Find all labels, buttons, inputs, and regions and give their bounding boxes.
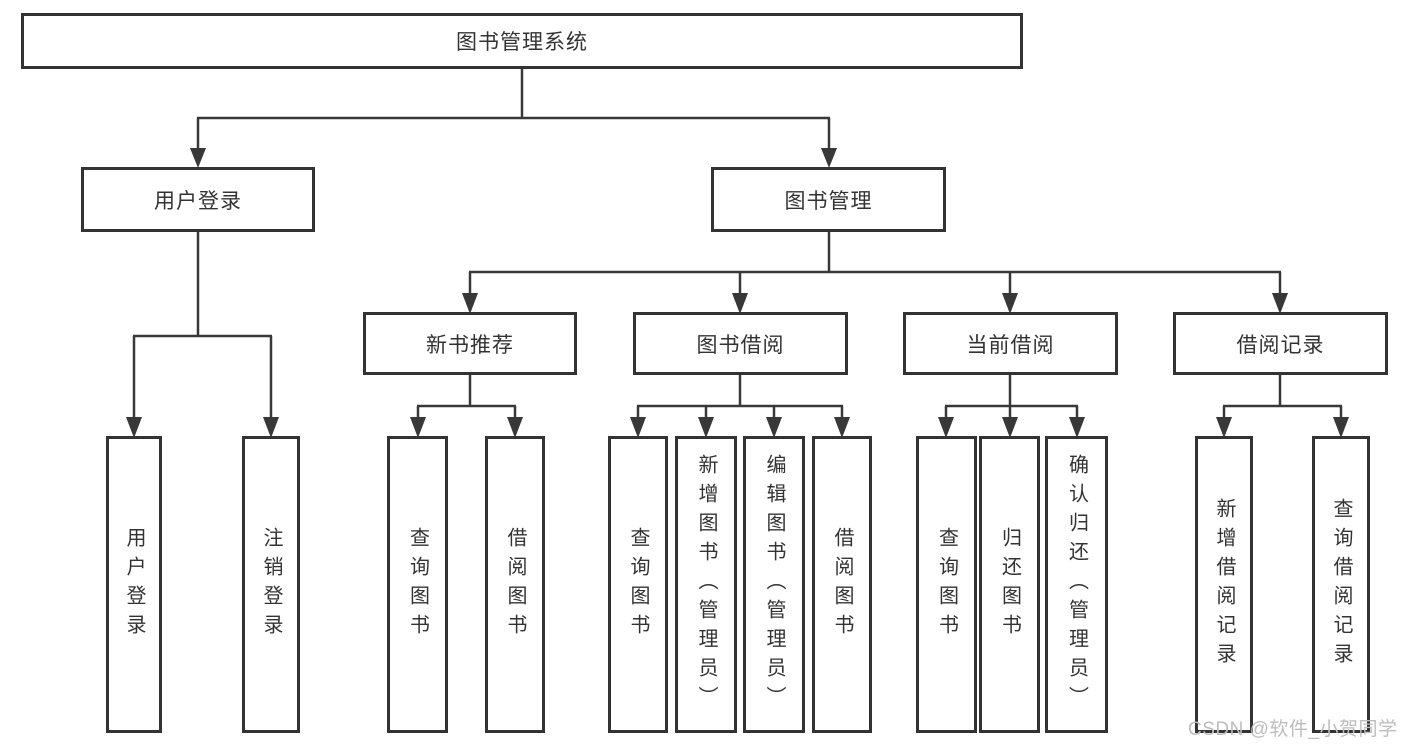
leaf-return-books-label: 归还图书	[998, 526, 1021, 643]
leaf-borrow-books-1: 借阅图书	[485, 436, 545, 733]
leaf-borrow-books-2: 借阅图书	[812, 436, 872, 733]
node-book-management: 图书管理	[711, 167, 946, 232]
node-user-login: 用户登录	[81, 167, 315, 232]
node-root: 图书管理系统	[21, 13, 1023, 69]
arrowhead-icons	[126, 148, 1349, 438]
leaf-edit-books-admin: 编辑图书（管理员）	[743, 436, 805, 733]
leaf-query-books-1: 查询图书	[387, 436, 448, 733]
leaf-query-books-2: 查询图书	[608, 436, 668, 733]
csdn-watermark: CSDN @软件_小贺同学	[1188, 719, 1398, 740]
node-new-book-recommend: 新书推荐	[363, 312, 577, 375]
leaf-query-books-3-label: 查询图书	[935, 526, 958, 643]
leaf-add-books-admin-label: 新增图书（管理员）	[695, 454, 717, 715]
leaf-query-books-3: 查询图书	[916, 436, 977, 733]
leaf-add-books-admin: 新增图书（管理员）	[675, 436, 737, 733]
leaf-confirm-return-admin: 确认归还（管理员）	[1045, 436, 1108, 733]
node-current-borrow-label: 当前借阅	[966, 333, 1055, 357]
node-book-borrow: 图书借阅	[633, 312, 848, 375]
node-borrow-records: 借阅记录	[1173, 312, 1388, 375]
leaf-user-login-label: 用户登录	[123, 526, 145, 643]
leaf-add-borrow-record: 新增借阅记录	[1195, 436, 1253, 733]
node-root-label: 图书管理系统	[456, 31, 588, 54]
leaf-logout-label: 注销登录	[260, 526, 282, 643]
leaf-add-borrow-record-label: 新增借阅记录	[1213, 497, 1235, 672]
leaf-query-borrow-record: 查询借阅记录	[1312, 436, 1370, 733]
node-new-book-recommend-label: 新书推荐	[426, 333, 514, 357]
node-book-borrow-label: 图书借阅	[696, 333, 785, 357]
leaf-confirm-return-admin-label: 确认归还（管理员）	[1065, 454, 1088, 715]
node-user-login-label: 用户登录	[154, 189, 242, 213]
leaf-logout: 注销登录	[242, 436, 300, 733]
leaf-user-login: 用户登录	[106, 436, 162, 733]
node-book-management-label: 图书管理	[784, 189, 873, 213]
node-current-borrow: 当前借阅	[903, 312, 1118, 375]
leaf-borrow-books-2-label: 借阅图书	[831, 526, 853, 643]
leaf-query-books-1-label: 查询图书	[406, 526, 429, 643]
leaf-query-books-2-label: 查询图书	[627, 526, 649, 643]
leaf-edit-books-admin-label: 编辑图书（管理员）	[763, 454, 785, 715]
node-borrow-records-label: 借阅记录	[1236, 333, 1325, 357]
leaf-return-books: 归还图书	[979, 436, 1040, 733]
leaf-query-borrow-record-label: 查询借阅记录	[1330, 497, 1352, 672]
leaf-borrow-books-1-label: 借阅图书	[504, 526, 526, 643]
